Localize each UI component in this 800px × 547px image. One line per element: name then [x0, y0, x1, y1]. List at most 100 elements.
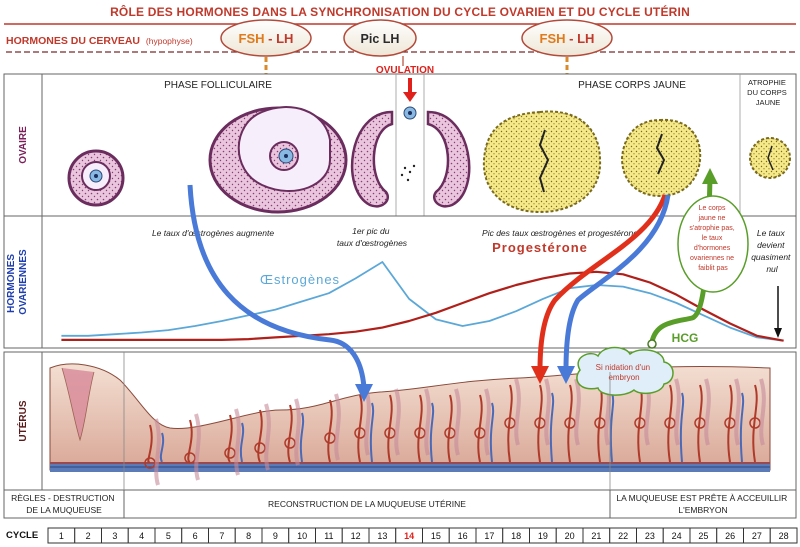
- uterine-phases-row: RÈGLES - DESTRUCTION DE LA MUQUEUSE RECO…: [3, 352, 797, 519]
- hormones-row-label: HORMONES OVARIENNES: [6, 249, 29, 315]
- phase-menstruation: RÈGLES - DESTRUCTION DE LA MUQUEUSE: [11, 493, 117, 515]
- note-first-peak: 1er pic du taux d'œstrogènes: [337, 226, 408, 248]
- growing-follicle: [208, 106, 348, 214]
- cycle-day-label: 13: [377, 531, 387, 541]
- cycle-day-label: 17: [484, 531, 494, 541]
- spiral-artery: [727, 384, 733, 463]
- cycle-day-label: 28: [779, 531, 789, 541]
- vein: [549, 392, 555, 463]
- vein: [679, 392, 685, 463]
- uterine-gland: [734, 378, 741, 446]
- spiral-artery: [447, 394, 453, 463]
- vein: [609, 392, 615, 463]
- cycle-day-label: 3: [112, 531, 117, 541]
- vein: [159, 432, 165, 463]
- hormones-row: HORMONES OVARIENNES Le taux d'œstrogènes…: [3, 215, 797, 349]
- spiral-artery: [417, 394, 423, 463]
- cycle-day-label: 24: [672, 531, 682, 541]
- vein: [369, 402, 375, 463]
- uterine-glands: [144, 378, 766, 486]
- cycle-day-label: 16: [458, 531, 468, 541]
- svg-text:FSH - LH: FSH - LH: [540, 31, 595, 46]
- cycle-day-label: 23: [645, 531, 655, 541]
- phase-follicular: PHASE FOLLICULAIRE: [164, 80, 272, 91]
- corpus-callout: Le corps jaune ne s'atrophie pas, le tau…: [677, 195, 749, 293]
- corpus-luteum-small: [620, 118, 702, 198]
- spiral-artery: [357, 394, 363, 463]
- ovulation-label: OVULATION: [376, 65, 434, 76]
- vein: [489, 402, 495, 463]
- vein: [299, 412, 305, 463]
- estrogen-curve: [61, 261, 784, 342]
- svg-text:Le corps jaune ne: Le corps jaune ne s'atrophie pas, le tau…: [689, 205, 736, 272]
- vein: [739, 392, 745, 463]
- uterine-gland: [674, 378, 681, 446]
- cycle-day-label: 2: [86, 531, 91, 541]
- uterine-gland: [704, 378, 711, 446]
- spiral-artery: [752, 384, 758, 463]
- vein: [429, 402, 435, 463]
- spiral-artery: [327, 399, 333, 463]
- uterine-gland: [544, 378, 551, 446]
- uterine-gland: [424, 388, 431, 456]
- spiral-artery: [257, 409, 263, 463]
- corpus-luteum-large: [482, 110, 602, 214]
- ruptured-follicle: [350, 78, 471, 208]
- progesterone-curve: [61, 270, 784, 342]
- cycle-day-label: 7: [219, 531, 224, 541]
- cycle-day-label: 4: [139, 531, 144, 541]
- cycle-day-label: 26: [725, 531, 735, 541]
- cycle-day-label: 27: [752, 531, 762, 541]
- svg-text:FSH - LH: FSH - LH: [239, 31, 294, 46]
- uterine-gland: [194, 413, 201, 481]
- cycle-day-label: 18: [511, 531, 521, 541]
- cycle-day-label: 6: [193, 531, 198, 541]
- uterine-gland: [394, 388, 401, 456]
- cycle-day-label: 20: [565, 531, 575, 541]
- svg-text:Si nidation d'un embry: Si nidation d'un embryon: [596, 363, 653, 382]
- svg-text:Pic LH: Pic LH: [361, 32, 400, 46]
- cycle-day-label: 1: [59, 531, 64, 541]
- uterine-gland: [294, 398, 301, 466]
- uterus-row: UTÉRUS: [3, 351, 797, 491]
- cycle-day-label: 14: [404, 531, 414, 541]
- uterine-gland: [574, 378, 581, 446]
- note-estrogen-rise: Le taux d'œstrogènes augmente: [152, 228, 274, 238]
- spiral-artery: [387, 394, 393, 463]
- uterine-gland: [484, 388, 491, 456]
- phase-ready: LA MUQUEUSE EST PRÊTE À ACCEUILLIR L'EMB…: [616, 493, 789, 515]
- cycle-day-label: 12: [351, 531, 361, 541]
- uterine-gland: [154, 418, 161, 486]
- vein: [239, 422, 245, 463]
- brain-hormones-label: HORMONES DU CERVEAU (hypophyse): [6, 35, 193, 47]
- uterine-gland: [759, 378, 766, 446]
- atrophy-label: ATROPHIE DU CORPS JAUNE: [747, 78, 789, 107]
- uterine-gland: [364, 388, 371, 456]
- ovary-row-label: OVAIRE: [18, 126, 29, 164]
- uterine-gland: [334, 393, 341, 461]
- cycle-day-label: 9: [273, 531, 278, 541]
- estrogen-label: Œstrogènes: [260, 272, 340, 287]
- cycle-day-label: 10: [297, 531, 307, 541]
- corpus-albicans: [749, 137, 791, 179]
- cycle-day-label: 8: [246, 531, 251, 541]
- uterine-gland: [454, 388, 461, 456]
- spiral-artery: [697, 384, 703, 463]
- progesterone-to-uterus-arrow: [531, 194, 671, 384]
- spiral-artery: [477, 394, 483, 463]
- cycle-day-label: 15: [431, 531, 441, 541]
- spiral-artery: [147, 424, 153, 464]
- uterus-row-label: UTÉRUS: [16, 400, 29, 441]
- page-title: RÔLE DES HORMONES DANS LA SYNCHRONISATIO…: [110, 5, 690, 19]
- cycle-label: CYCLE: [6, 530, 38, 541]
- cycle-day-label: 19: [538, 531, 548, 541]
- hormone-curves: [61, 261, 784, 342]
- cycle-day-cell: [769, 527, 798, 544]
- nidation-cloud: Si nidation d'un embryon: [576, 346, 674, 396]
- cycle-day-label: 11: [324, 531, 333, 541]
- fsh-lh-bubble-left: FSH - LH: [220, 19, 312, 124]
- pic-lh-bubble: Pic LH: [343, 19, 417, 66]
